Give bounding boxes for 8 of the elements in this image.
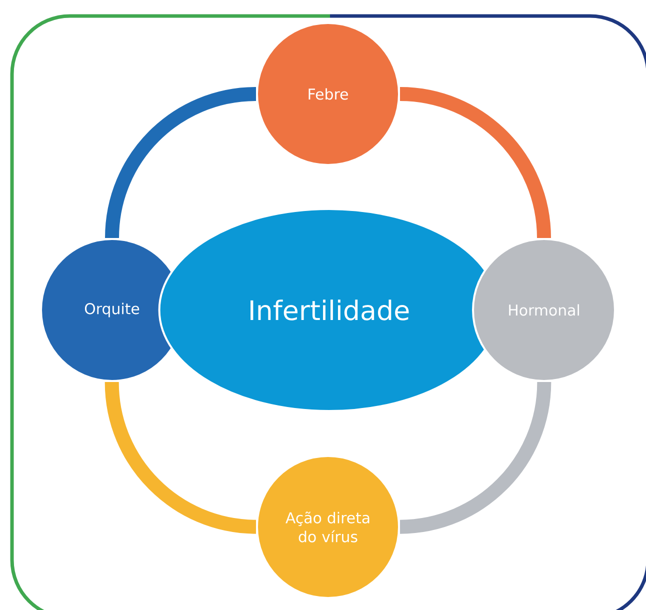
ring-arc: [104, 382, 256, 534]
circle-node: Hormonal: [472, 238, 616, 382]
circle-node: Febre: [256, 22, 400, 166]
ring-arc: [400, 382, 552, 534]
circle-node: Ação direta do vírus: [256, 454, 400, 599]
circle-node: Orquite: [40, 238, 184, 382]
ring-arc: [105, 87, 256, 238]
ring-arc: [400, 87, 551, 238]
